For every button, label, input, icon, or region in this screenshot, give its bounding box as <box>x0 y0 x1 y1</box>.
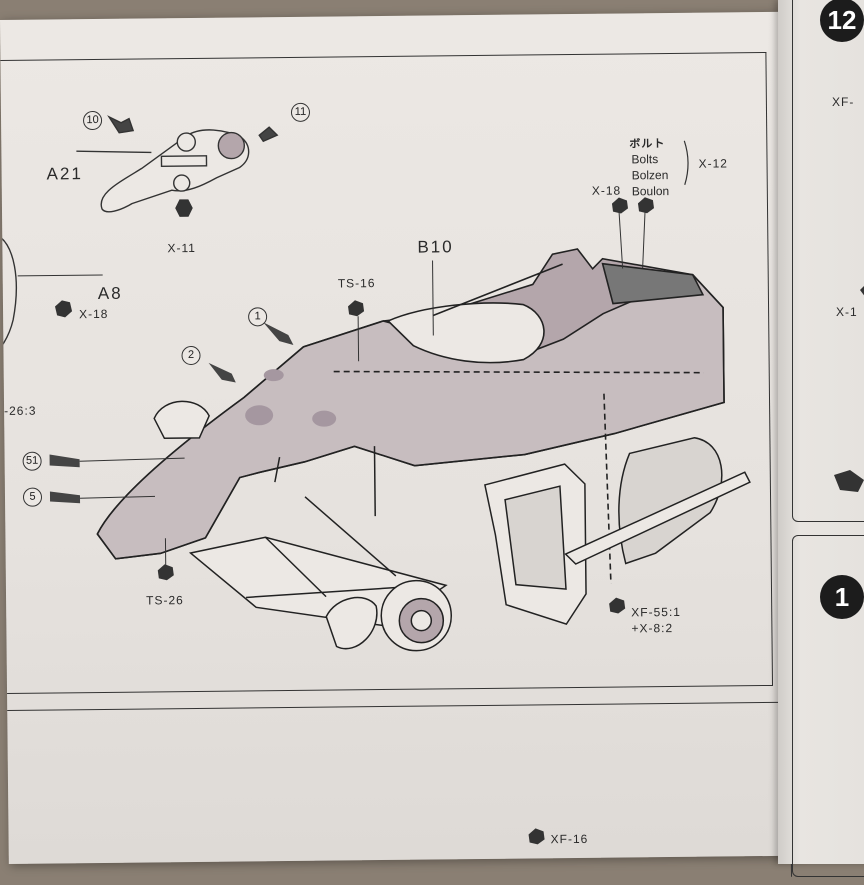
ts26-fastener-label: TS-26 <box>146 593 184 607</box>
bolts-de-label: Bolzen <box>632 168 669 182</box>
callout-1: 1 <box>248 307 267 326</box>
ts16-fastener-label: TS-16 <box>338 276 376 290</box>
x12-fastener-label: X-12 <box>698 156 728 170</box>
callout-5: 5 <box>23 488 42 507</box>
b10-part-label: B10 <box>417 237 453 257</box>
right-page-marks <box>778 0 864 864</box>
x18-left-fastener-label: X-18 <box>79 307 109 321</box>
callout-51: 51 <box>23 452 42 471</box>
bolts-en-label: Bolts <box>631 152 658 166</box>
callout-10: 10 <box>83 111 102 130</box>
xf55-paint-label: XF-55:1 <box>631 605 681 620</box>
a8-part-label: A8 <box>98 284 123 304</box>
x11-fastener-label: X-11 <box>167 241 196 255</box>
assembly-illustration <box>0 12 799 864</box>
x8-paint-label: +X-8:2 <box>631 621 673 635</box>
a21-part-label: A21 <box>47 164 83 184</box>
callout-11: 11 <box>291 103 310 122</box>
xf16-paint-label: XF-16 <box>551 832 589 846</box>
x18-top-fastener-label: X-18 <box>592 184 622 198</box>
callout-2: 2 <box>181 346 200 365</box>
seat-drawing <box>484 437 751 625</box>
bolts-jp-label: ボルト <box>629 135 665 151</box>
a21-bracket-drawing <box>76 115 278 217</box>
ts26-partial-label: -26:3 <box>4 404 37 418</box>
instruction-sheet: A21 A8 B10 10 11 1 2 51 5 X-11 X-18 X-18… <box>0 12 799 864</box>
bolts-fr-label: Boulon <box>632 184 670 198</box>
right-page: 12 1 XF- X-1 <box>778 0 864 864</box>
